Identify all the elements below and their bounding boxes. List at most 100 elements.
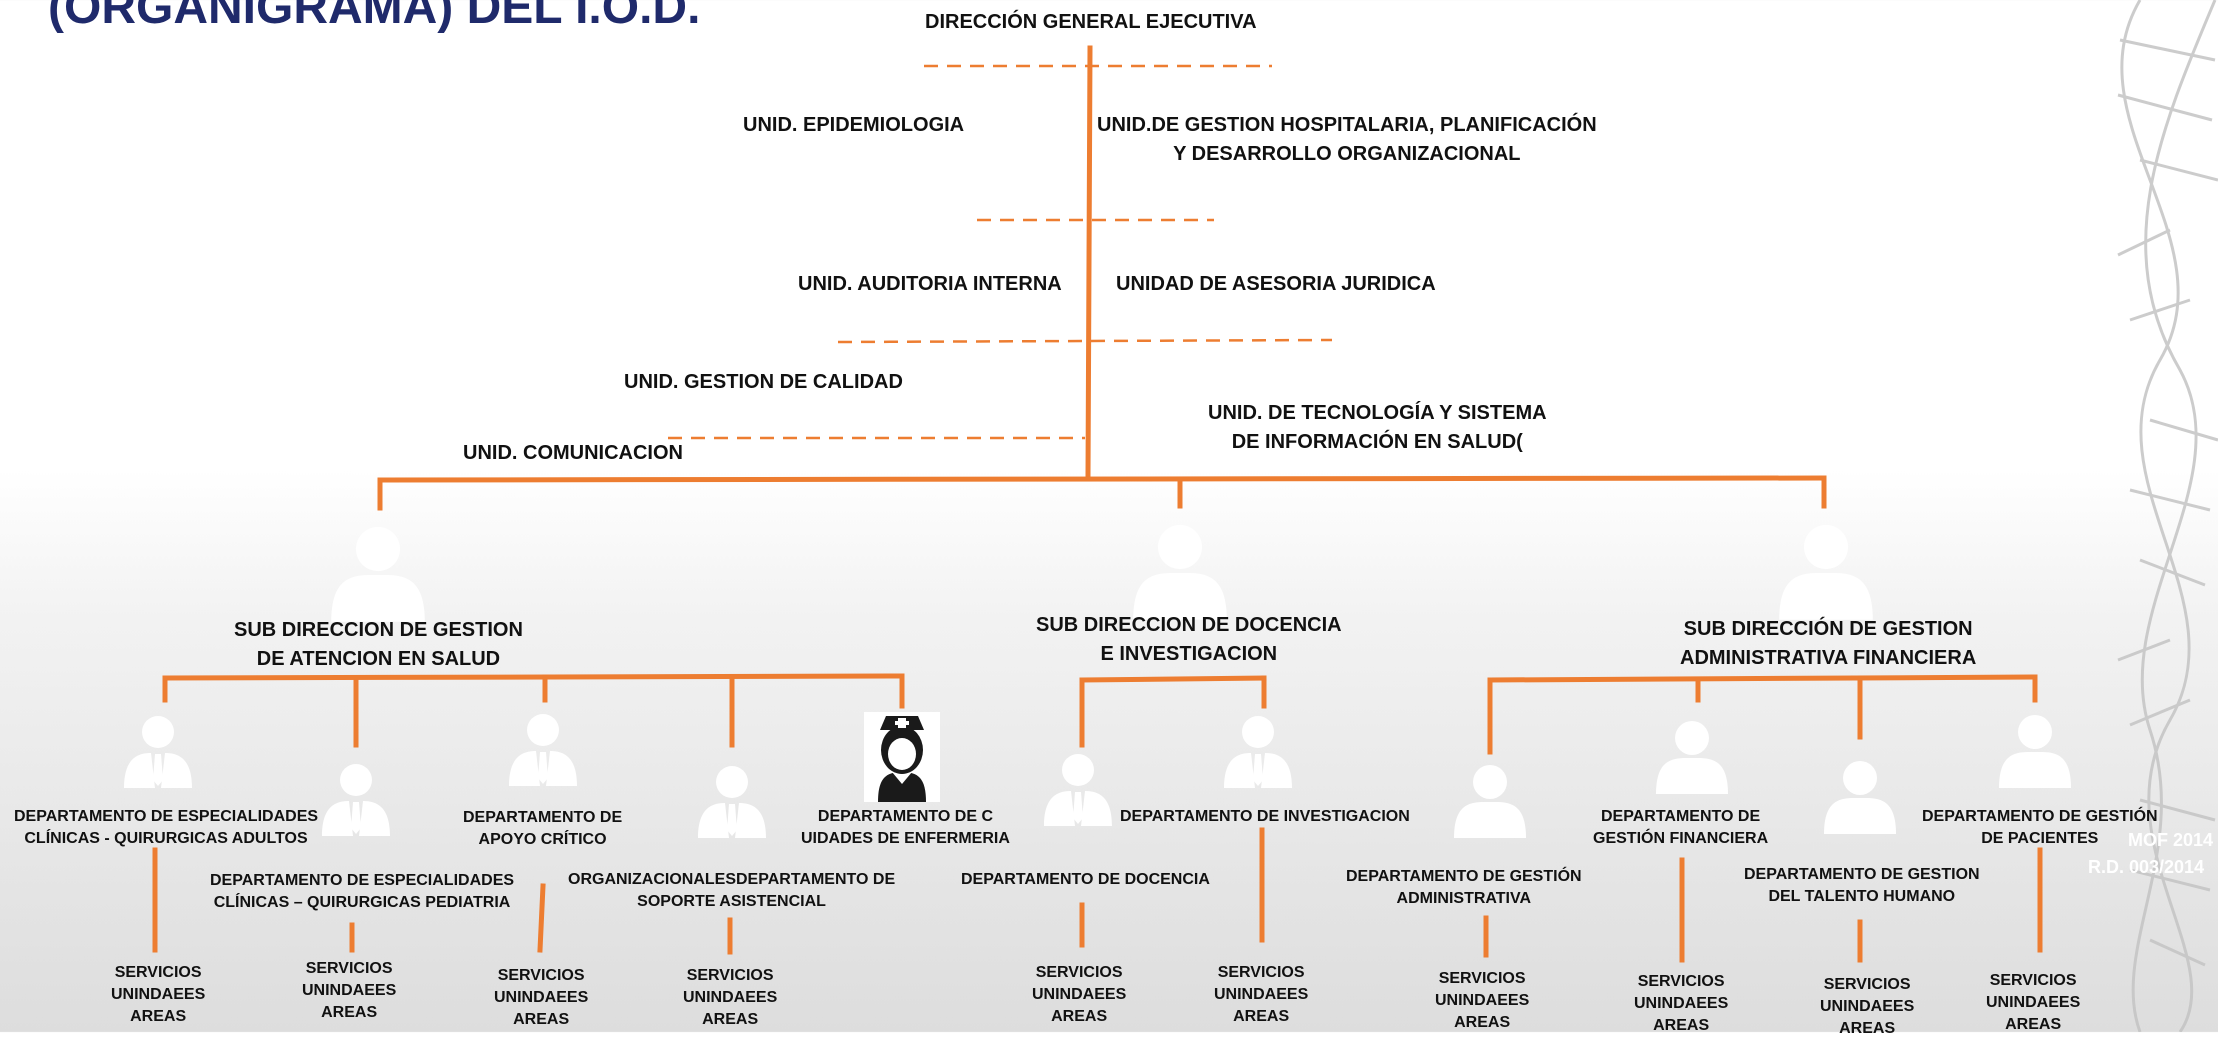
servicios-line-2: UNINDAEES bbox=[1634, 995, 1729, 1012]
label-line-2: Y DESARROLLO ORGANIZACIONAL bbox=[1173, 143, 1521, 165]
servicios-line-2: UNINDAEES bbox=[111, 986, 206, 1003]
label-line-1: DEPARTAMENTO DE ESPECIALIDADES bbox=[210, 872, 515, 889]
servicios-line-2: UNINDAEES bbox=[1820, 998, 1915, 1015]
servicios-block: SERVICIOS UNINDAEES AREAS bbox=[1214, 962, 1308, 1028]
servicios-block: SERVICIOS UNINDAEES AREAS bbox=[1820, 974, 1914, 1040]
dept-gestion-financiera: DEPARTAMENTO DE GESTIÓN FINANCIERA bbox=[1593, 806, 1768, 850]
label-line-1: UNID.DE GESTION HOSPITALARIA, PLANIFICAC… bbox=[1097, 114, 1597, 136]
unid-calidad: UNID. GESTION DE CALIDAD bbox=[624, 371, 903, 393]
servicios-block: SERVICIOS UNINDAEES AREAS bbox=[111, 962, 205, 1028]
admin-bar bbox=[1487, 674, 2038, 683]
servicios-line-3: AREAS bbox=[702, 1011, 759, 1028]
servicios-line-1: SERVICIOS bbox=[1637, 973, 1725, 990]
servicios-line-2: UNINDAEES bbox=[1435, 992, 1530, 1009]
unid-gestion-hospitalaria: UNID.DE GESTION HOSPITALARIA, PLANIFICAC… bbox=[1097, 111, 1597, 169]
label-line-2: E INVESTIGACION bbox=[1100, 643, 1278, 665]
servicios-line-2: UNINDAEES bbox=[302, 982, 397, 999]
servicios-block: SERVICIOS UNINDAEES AREAS bbox=[1986, 970, 2080, 1036]
trunk-line bbox=[1085, 45, 1093, 479]
dept-investigacion: DEPARTAMENTO DE INVESTIGACION bbox=[1120, 808, 1410, 825]
label-line-1: DEPARTAMENTO DE GESTION bbox=[1744, 866, 1980, 883]
dept-especialidades-pediatria: DEPARTAMENTO DE ESPECIALIDADES CLÍNICAS … bbox=[210, 870, 514, 914]
servicios-line-2: UNINDAEES bbox=[683, 989, 778, 1006]
servicios-line-1: SERVICIOS bbox=[305, 960, 393, 977]
watermark-rd: R.D. 003/2014 bbox=[2088, 857, 2205, 877]
label-line-2: ADMINISTRATIVA bbox=[1396, 890, 1532, 907]
servicios-line-3: AREAS bbox=[1454, 1014, 1511, 1031]
servicios-block: SERVICIOS UNINDAEES AREAS bbox=[1032, 962, 1126, 1028]
label-line-1: DEPARTAMENTO DE bbox=[1601, 808, 1761, 825]
servicios-line-2: UNINDAEES bbox=[494, 989, 589, 1006]
dept-talento-humano: DEPARTAMENTO DE GESTION DEL TALENTO HUMA… bbox=[1744, 864, 1980, 908]
servicios-line-2: UNINDAEES bbox=[1986, 994, 2081, 1011]
servicios-line-1: SERVICIOS bbox=[1217, 964, 1305, 981]
unid-asesoria: UNIDAD DE ASESORIA JURIDICA bbox=[1116, 273, 1436, 295]
nurse-icon bbox=[864, 712, 940, 802]
label-line-2: CLÍNICAS – QUIRURGICAS PEDIATRIA bbox=[213, 894, 511, 911]
label-line-1: DEPARTAMENTO DE GESTIÓN bbox=[1346, 868, 1582, 885]
servicios-line-2: UNINDAEES bbox=[1032, 986, 1127, 1003]
label-line-2: ADMINISTRATIVA FINANCIERA bbox=[1680, 647, 1977, 669]
label-line-1: SUB DIRECCIÓN DE GESTION bbox=[1683, 618, 1973, 640]
servicios-line-3: AREAS bbox=[1051, 1008, 1108, 1025]
servicios-line-1: SERVICIOS bbox=[1438, 970, 1526, 987]
dept-apoyo-critico: DEPARTAMENTO DE APOYO CRÍTICO bbox=[463, 807, 622, 851]
label-line-2: GESTIÓN FINANCIERA bbox=[1593, 830, 1769, 847]
servicios-line-3: AREAS bbox=[130, 1008, 187, 1025]
watermark-mof: MOF 2014 bbox=[2128, 830, 2214, 850]
label-line-1: ORGANIZACIONALESDEPARTAMENTO DE bbox=[568, 871, 896, 888]
unid-auditoria: UNID. AUDITORIA INTERNA bbox=[798, 273, 1062, 295]
label-line-1: DEPARTAMENTO DE C bbox=[817, 808, 994, 825]
label-line-1: DEPARTAMENTO DE GESTIÓN bbox=[1922, 808, 2158, 825]
label-line-1: SUB DIRECCION DE GESTION bbox=[234, 619, 523, 641]
sub-direccion-atencion: SUB DIRECCION DE GESTION DE ATENCION EN … bbox=[234, 616, 523, 674]
servicios-block: SERVICIOS UNINDAEES AREAS bbox=[494, 965, 588, 1031]
direccion-general: DIRECCIÓN GENERAL EJECUTIVA bbox=[925, 11, 1257, 33]
label-line-2: APOYO CRÍTICO bbox=[478, 831, 607, 848]
servicios-line-3: AREAS bbox=[2005, 1016, 2062, 1033]
dept-gestion-administrativa: DEPARTAMENTO DE GESTIÓN ADMINISTRATIVA bbox=[1346, 866, 1582, 910]
label-line-2: DE INFORMACIÓN EN SALUD( bbox=[1231, 431, 1523, 453]
atencion-bar bbox=[162, 673, 905, 681]
label-line-2: CLÍNICAS - QUIRURGICAS ADULTOS bbox=[24, 830, 308, 847]
servicios-block: SERVICIOS UNINDAEES AREAS bbox=[1634, 971, 1728, 1037]
slide-heading: (ORGANIGRAMA) DEL I.O.D. bbox=[48, 0, 701, 34]
sub-direccion-administrativa: SUB DIRECCIÓN DE GESTION ADMINISTRATIVA … bbox=[1680, 615, 1976, 673]
main-bar bbox=[377, 475, 1827, 483]
label-line-1: DEPARTAMENTO DE bbox=[463, 809, 623, 826]
servicios-line-1: SERVICIOS bbox=[1989, 972, 2077, 989]
label-line-2: DE PACIENTES bbox=[1981, 830, 2099, 847]
servicios-block: SERVICIOS UNINDAEES AREAS bbox=[302, 958, 396, 1024]
servicios-line-1: SERVICIOS bbox=[1035, 964, 1123, 981]
servicios-line-3: AREAS bbox=[1653, 1017, 1710, 1034]
unid-epidemiologia: UNID. EPIDEMIOLOGIA bbox=[743, 114, 965, 136]
servicios-line-1: SERVICIOS bbox=[686, 967, 774, 984]
docencia-bar bbox=[1079, 675, 1267, 683]
dept-soporte-asistencial: ORGANIZACIONALESDEPARTAMENTO DE SOPORTE … bbox=[568, 869, 895, 913]
servicios-line-3: AREAS bbox=[1233, 1008, 1290, 1025]
servicios-line-1: SERVICIOS bbox=[114, 964, 202, 981]
servicios-line-3: AREAS bbox=[1839, 1020, 1896, 1037]
servicios-line-3: AREAS bbox=[513, 1011, 570, 1028]
servicios-line-1: SERVICIOS bbox=[1823, 976, 1911, 993]
unid-comunicacion: UNID. COMUNICACION bbox=[463, 442, 683, 464]
dept-enfermeria: DEPARTAMENTO DE C UIDADES DE ENFERMERIA bbox=[801, 806, 1010, 850]
label-line-2: DE ATENCION EN SALUD bbox=[256, 648, 501, 670]
label-line-2: DEL TALENTO HUMANO bbox=[1768, 888, 1956, 905]
servicios-block: SERVICIOS UNINDAEES AREAS bbox=[1435, 968, 1529, 1034]
dept-docencia: DEPARTAMENTO DE DOCENCIA bbox=[961, 871, 1210, 888]
label-line-1: UNID. DE TECNOLOGÍA Y SISTEMA bbox=[1208, 402, 1547, 424]
dept-gestion-pacientes: DEPARTAMENTO DE GESTIÓN DE PACIENTES bbox=[1922, 806, 2158, 850]
servicios-line-3: AREAS bbox=[321, 1004, 378, 1021]
dept-especialidades-adultos: DEPARTAMENTO DE ESPECIALIDADES CLÍNICAS … bbox=[14, 806, 318, 850]
sub-direccion-docencia: SUB DIRECCION DE DOCENCIA E INVESTIGACIO… bbox=[1036, 611, 1342, 669]
label-line-2: SOPORTE ASISTENCIAL bbox=[637, 893, 826, 910]
person-icon bbox=[331, 526, 425, 622]
servicios-line-1: SERVICIOS bbox=[497, 967, 585, 984]
unid-tecnologia: UNID. DE TECNOLOGÍA Y SISTEMA DE INFORMA… bbox=[1208, 399, 1547, 457]
servicios-block: SERVICIOS UNINDAEES AREAS bbox=[683, 965, 777, 1031]
servicios-line-2: UNINDAEES bbox=[1214, 986, 1309, 1003]
label-line-2: UIDADES DE ENFERMERIA bbox=[801, 830, 1010, 847]
